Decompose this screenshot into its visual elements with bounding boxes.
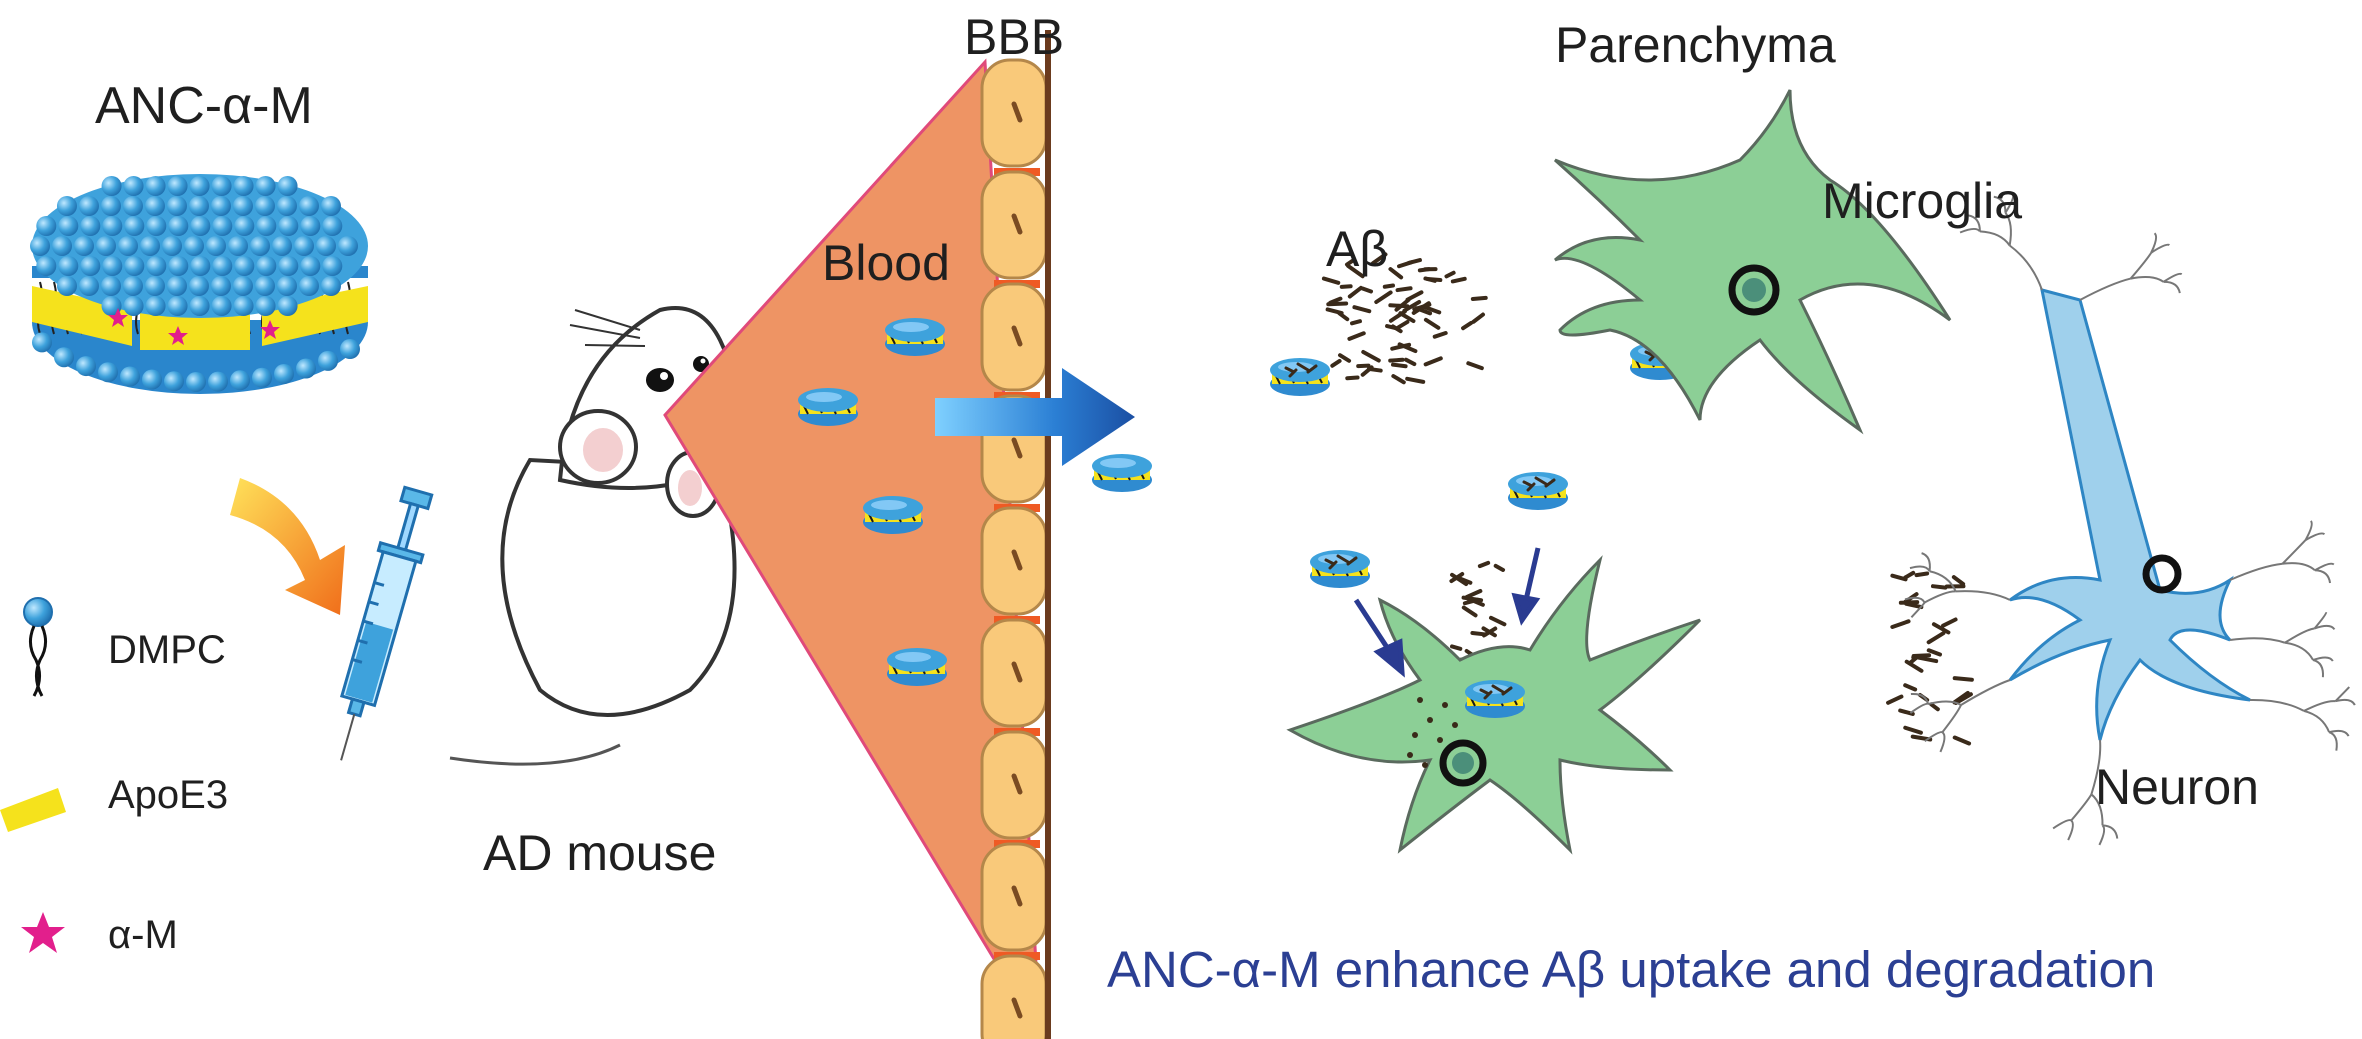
nanodisc-blood-4 (886, 647, 948, 687)
nanodisc-large-icon (30, 174, 368, 394)
neuron-label: Neuron (2095, 759, 2259, 815)
orange-arrow-icon (230, 478, 345, 615)
pink-star-icon (21, 912, 65, 953)
bbb-endothelial-cells (980, 58, 1048, 1039)
parenchyma-label: Parenchyma (1555, 17, 1836, 73)
nanodisc-title: ANC-α-M (95, 77, 313, 135)
abeta-label: Aβ (1326, 221, 1389, 277)
nanodisc-abeta-3 (1310, 550, 1370, 588)
nanodisc-engulfed (1465, 680, 1525, 718)
nanodisc-blood-1 (884, 317, 946, 357)
blood-label: Blood (822, 235, 950, 291)
legend-am-label: α-M (108, 913, 178, 957)
ad-mouse-label: AD mouse (483, 825, 717, 881)
legend-apoe3-label: ApoE3 (108, 773, 229, 817)
legend-dmpc-label: DMPC (108, 628, 226, 672)
yellow-bar-icon (0, 788, 66, 832)
caption: ANC-α-M enhance Aβ uptake and degradatio… (1107, 941, 2156, 998)
phospholipid-icon (23, 597, 53, 697)
microglia-top-cell (1554, 89, 1952, 435)
nanodisc-blood-3 (862, 495, 924, 535)
bbb-label: BBB (964, 9, 1065, 65)
uptake-arrows (1353, 547, 1541, 678)
syringe-icon (339, 485, 434, 761)
nanodisc-blood-2 (797, 387, 859, 427)
abeta-fibrils (1321, 252, 1974, 746)
microglia-label: Microglia (1822, 173, 2023, 229)
neuron-cell (1904, 193, 2356, 846)
nanodisc-abeta-4 (1508, 472, 1568, 510)
nanodisc-parenchyma-entry (1091, 453, 1153, 493)
transport-arrow (935, 368, 1135, 466)
nanodisc-abeta-1 (1270, 358, 1330, 396)
